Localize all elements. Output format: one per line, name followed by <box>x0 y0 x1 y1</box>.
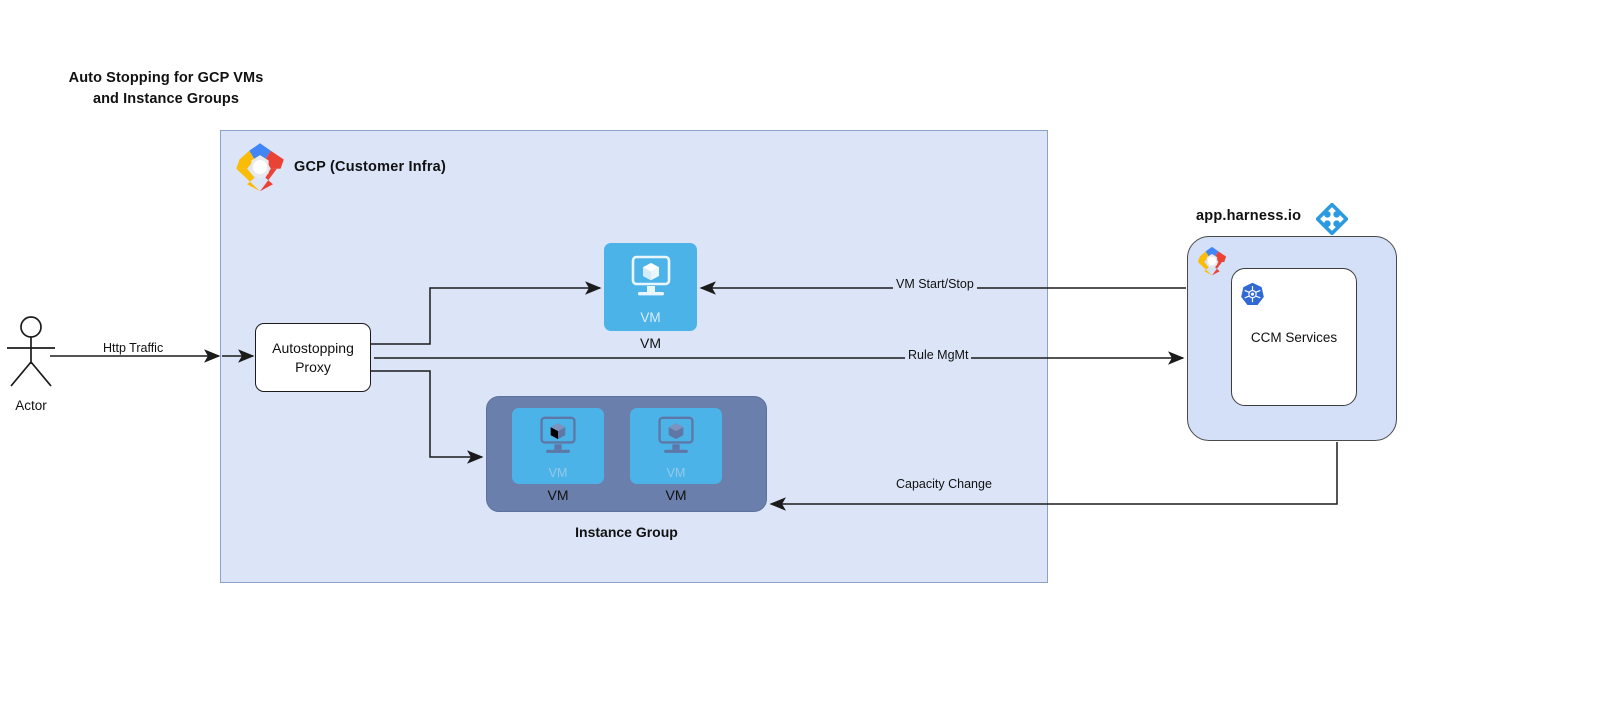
vm-monitor-cube-icon <box>651 416 701 463</box>
page-title: Auto Stopping for GCP VMs and Instance G… <box>46 68 286 110</box>
vm-node[interactable]: VM <box>604 243 697 331</box>
vm-inner-label: VM <box>666 466 686 480</box>
instance-group-vm-1[interactable]: VM <box>512 408 604 484</box>
gcp-hexagon-logo-icon <box>1196 245 1228 277</box>
vm-inner-label: VM <box>640 310 661 325</box>
instance-group-node[interactable]: VM VM VM VM <box>486 396 767 512</box>
page-title-line-1: Auto Stopping for GCP VMs <box>68 70 264 86</box>
vm-inner-label: VM <box>548 466 568 480</box>
edge-label-rule-mgmt: Rule MgMt <box>905 348 972 362</box>
edge-label-capacity-change: Capacity Change <box>893 477 995 491</box>
vm-caption: VM <box>640 335 661 351</box>
ccm-services-label: CCM Services <box>1250 330 1338 345</box>
harness-panel-label: app.harness.io <box>1196 208 1302 224</box>
edge-label-vm-start-stop: VM Start/Stop <box>893 277 977 291</box>
proxy-label-line-2: Proxy <box>295 358 331 375</box>
kubernetes-helm-icon <box>1239 281 1266 313</box>
instance-group-vm-2-caption: VM <box>665 487 687 503</box>
page-title-line-2: and Instance Groups <box>92 91 240 108</box>
edge-label-http-traffic: Http Traffic <box>100 341 167 355</box>
gcp-container-label: GCP (Customer Infra) <box>294 159 446 175</box>
autostopping-proxy-node[interactable]: Autostopping Proxy <box>255 323 371 392</box>
proxy-label-line-1: Autostopping <box>272 340 354 357</box>
actor-label: Actor <box>15 398 47 413</box>
gcp-hexagon-logo-icon <box>233 140 287 194</box>
edge-proxy-to-vm <box>371 281 602 345</box>
vm-monitor-cube-icon <box>624 255 678 306</box>
harness-diamond-logo-icon <box>1315 202 1349 240</box>
instance-group-vm-1-caption: VM <box>547 487 569 503</box>
instance-group-caption: Instance Group <box>575 524 678 540</box>
edge-proxy-to-instance-group <box>371 370 484 464</box>
edge-capacity-change <box>769 442 1338 511</box>
instance-group-vm-2[interactable]: VM <box>630 408 722 484</box>
vm-monitor-cube-icon <box>533 416 583 463</box>
actor-figure <box>5 316 57 388</box>
